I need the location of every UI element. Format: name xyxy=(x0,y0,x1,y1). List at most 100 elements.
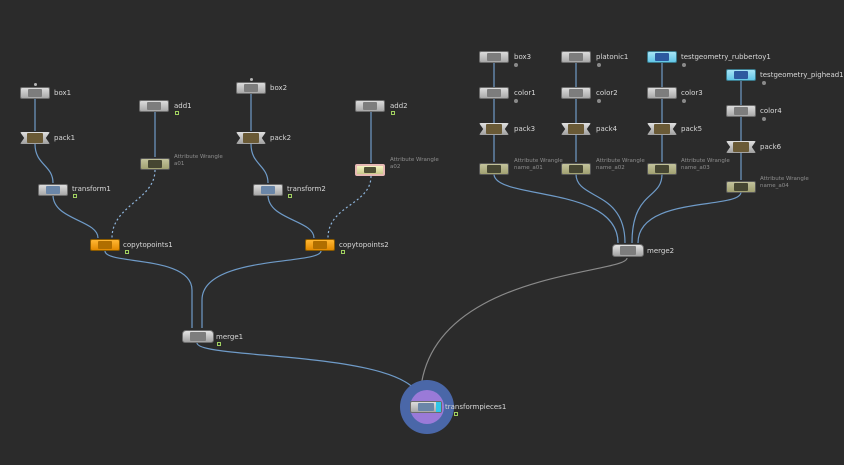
transformpieces-icon xyxy=(418,403,434,411)
node-label: testgeometry_rubbertoy1 xyxy=(681,53,771,61)
node-label: box2 xyxy=(270,84,288,92)
node-pack1[interactable] xyxy=(20,132,50,144)
pack-icon xyxy=(654,124,670,134)
pack-icon xyxy=(27,133,43,143)
node-copytopoints2[interactable] xyxy=(305,239,335,251)
display-flag-icon[interactable] xyxy=(454,412,458,416)
node-label: platonic1 xyxy=(596,53,629,61)
node-label: color3 xyxy=(681,89,703,97)
node-pack6[interactable] xyxy=(726,141,756,153)
wire[interactable] xyxy=(419,257,628,403)
node-add2[interactable] xyxy=(355,100,385,112)
node-type-label: Attribute Wrangle xyxy=(514,158,563,164)
add-icon xyxy=(147,102,161,110)
wrangle-icon xyxy=(487,165,501,173)
node-testgeometry-pighead1[interactable] xyxy=(726,69,756,81)
wire[interactable] xyxy=(104,250,193,328)
wire[interactable] xyxy=(637,191,742,244)
node-box1[interactable] xyxy=(20,87,50,99)
display-flag-icon[interactable] xyxy=(288,194,292,198)
node-name-a03[interactable] xyxy=(647,163,677,175)
wire[interactable] xyxy=(111,169,156,239)
node-label: name_a02 xyxy=(596,165,625,171)
platonic-icon xyxy=(569,53,583,61)
pack-icon xyxy=(733,142,749,152)
pack-icon xyxy=(243,133,259,143)
node-platonic1[interactable] xyxy=(561,51,591,63)
node-label: copytopoints2 xyxy=(339,241,389,249)
node-name-a02[interactable] xyxy=(561,163,591,175)
status-dot xyxy=(762,117,766,121)
display-flag-icon[interactable] xyxy=(436,402,441,412)
node-type-label: Attribute Wrangle xyxy=(681,158,730,164)
node-label: color2 xyxy=(596,89,618,97)
wire[interactable] xyxy=(327,175,372,239)
node-label: pack6 xyxy=(760,143,782,151)
merge-icon xyxy=(620,246,636,255)
display-flag-icon[interactable] xyxy=(341,250,345,254)
merge-icon xyxy=(190,332,206,341)
node-color2[interactable] xyxy=(561,87,591,99)
display-flag-icon[interactable] xyxy=(217,342,221,346)
input-connector[interactable] xyxy=(34,83,37,86)
node-label: copytopoints1 xyxy=(123,241,173,249)
box-icon xyxy=(244,84,258,92)
node-label: testgeometry_pighead1 xyxy=(760,71,844,79)
node-label: color4 xyxy=(760,107,782,115)
wire[interactable] xyxy=(201,250,322,328)
node-type-label: Attribute Wrangle xyxy=(760,176,809,182)
wire[interactable] xyxy=(196,342,421,403)
node-box3[interactable] xyxy=(479,51,509,63)
status-dot xyxy=(514,99,518,103)
node-attribwrangle-a02[interactable] xyxy=(355,164,385,176)
wire[interactable] xyxy=(267,194,315,239)
node-box2[interactable] xyxy=(236,82,266,94)
display-flag-icon[interactable] xyxy=(391,111,395,115)
node-type-label: Attribute Wrangle xyxy=(390,157,439,163)
node-name-a04[interactable] xyxy=(726,181,756,193)
node-label: merge2 xyxy=(647,247,675,255)
wire[interactable] xyxy=(575,173,626,244)
node-label: name_a04 xyxy=(760,183,789,189)
node-type-label: Attribute Wrangle xyxy=(596,158,645,164)
status-dot xyxy=(682,99,686,103)
node-transform2[interactable] xyxy=(253,184,283,196)
node-merge2[interactable] xyxy=(612,244,644,257)
node-pack5[interactable] xyxy=(647,123,677,135)
node-transform1[interactable] xyxy=(38,184,68,196)
display-flag-icon[interactable] xyxy=(175,111,179,115)
status-dot xyxy=(762,81,766,85)
node-label: name_a01 xyxy=(514,165,543,171)
node-label: pack4 xyxy=(596,125,618,133)
copy-icon xyxy=(98,241,112,249)
wire[interactable] xyxy=(250,143,269,184)
node-attribwrangle-a01[interactable] xyxy=(140,158,170,170)
node-pack4[interactable] xyxy=(561,123,591,135)
node-color3[interactable] xyxy=(647,87,677,99)
node-copytopoints1[interactable] xyxy=(90,239,120,251)
node-merge1[interactable] xyxy=(182,330,214,343)
display-flag-icon[interactable] xyxy=(73,194,77,198)
node-pack2[interactable] xyxy=(236,132,266,144)
display-flag-icon[interactable] xyxy=(125,250,129,254)
pighead-icon xyxy=(734,71,748,79)
node-pack3[interactable] xyxy=(479,123,509,135)
node-transformpieces1[interactable] xyxy=(410,401,442,413)
node-color4[interactable] xyxy=(726,105,756,117)
node-label: name_a03 xyxy=(681,165,710,171)
node-color1[interactable] xyxy=(479,87,509,99)
node-testgeometry-rubbertoy1[interactable] xyxy=(647,51,677,63)
status-dot xyxy=(597,99,601,103)
status-dot xyxy=(682,63,686,67)
wire[interactable] xyxy=(34,143,54,184)
wire[interactable] xyxy=(52,194,99,239)
input-connector[interactable] xyxy=(250,78,253,81)
node-add1[interactable] xyxy=(139,100,169,112)
wire[interactable] xyxy=(631,173,663,244)
node-name-a01[interactable] xyxy=(479,163,509,175)
node-label: box3 xyxy=(514,53,532,61)
copy-icon xyxy=(313,241,327,249)
wire[interactable] xyxy=(493,173,619,244)
